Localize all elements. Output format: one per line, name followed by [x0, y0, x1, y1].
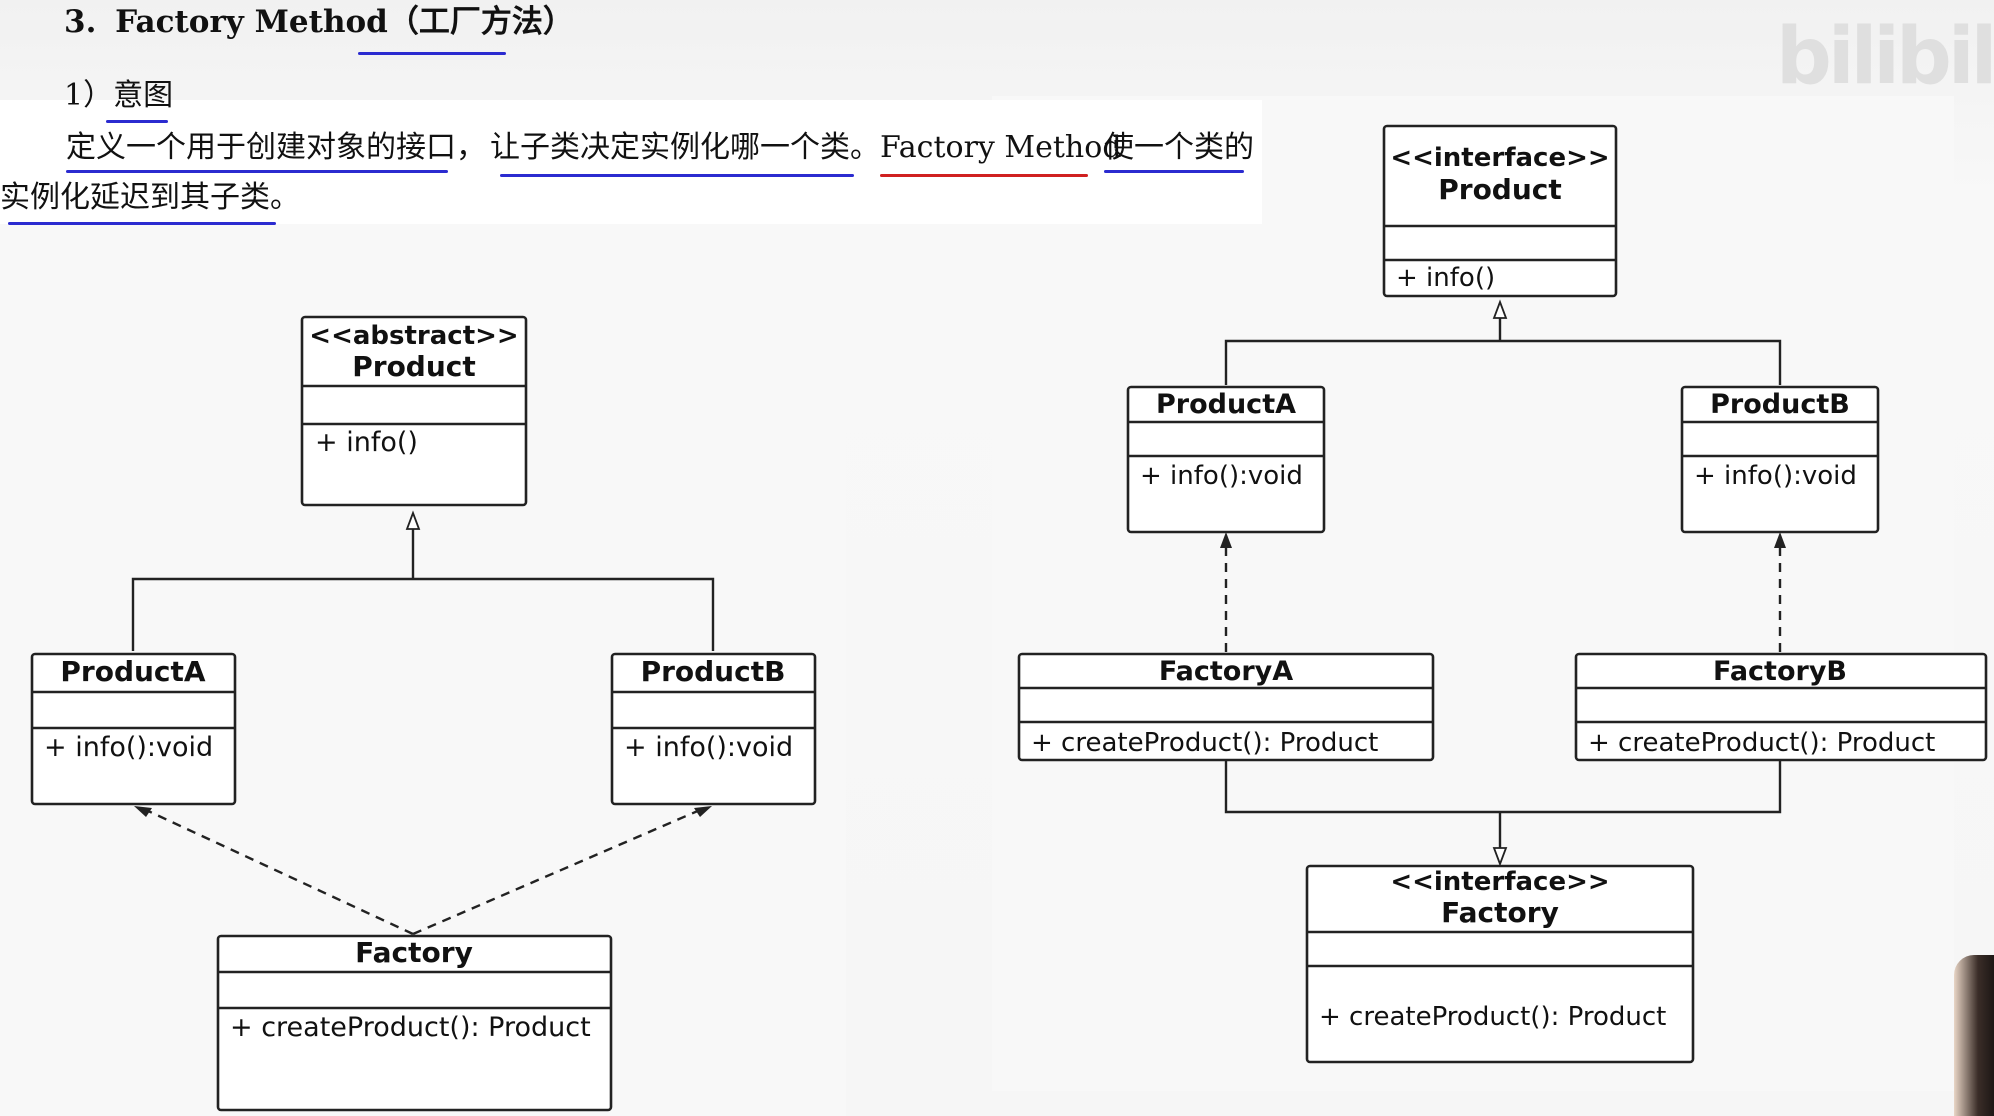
right-factory-stereotype: <<interface>> — [1390, 867, 1609, 897]
left-product-b-name: ProductB — [641, 655, 786, 688]
heading-underline — [358, 52, 506, 55]
right-class-product: <<interface>> Product + info() — [1382, 124, 1618, 298]
right-factory-a-method: + createProduct(): Product — [1031, 728, 1378, 758]
left-product-a-method: + info():void — [44, 732, 213, 763]
left-inherit-line — [131, 515, 715, 651]
intent-segment-3: Factory Method — [880, 130, 1122, 165]
intent-line-2: 实例化延迟到其子类。 — [0, 180, 300, 215]
right-factory-b-method: + createProduct(): Product — [1588, 728, 1935, 758]
section-title-cn: （工厂方法） — [387, 4, 574, 40]
left-dependency-b — [412, 808, 701, 936]
left-inherit-arrow — [405, 510, 421, 530]
right-product-method: + info() — [1396, 263, 1495, 293]
subheading-underline — [106, 120, 168, 123]
left-class-product-a: ProductA + info():void — [30, 652, 237, 806]
left-dependency-a — [145, 808, 414, 936]
right-class-product-a: ProductA + info():void — [1126, 385, 1326, 534]
right-class-product-b: ProductB + info():void — [1680, 385, 1880, 534]
left-dependency-arrowhead-a — [134, 806, 152, 817]
intent-underline-1 — [66, 170, 448, 173]
left-product-a-name: ProductA — [60, 655, 206, 688]
intent-underline-3 — [880, 174, 1088, 177]
intent-underline-5 — [8, 222, 276, 225]
right-factory-inherit-arrow — [1492, 847, 1508, 867]
right-product-inherit-arrow — [1492, 299, 1508, 319]
presenter-avatar — [1954, 955, 1994, 1116]
right-product-name: Product — [1438, 173, 1562, 206]
right-factory-a-name: FactoryA — [1159, 656, 1293, 687]
left-dependency-arrowhead-b — [694, 806, 712, 817]
right-class-factory-a: FactoryA + createProduct(): Product — [1017, 652, 1435, 762]
right-factory-b-name: FactoryB — [1713, 656, 1847, 687]
right-product-a-name: ProductA — [1156, 389, 1296, 420]
section-number: 3. — [64, 4, 97, 40]
intent-underline-2 — [500, 174, 854, 177]
right-factory-method: + createProduct(): Product — [1319, 1002, 1666, 1032]
left-factory-method: + createProduct(): Product — [230, 1012, 591, 1043]
left-class-factory: Factory + createProduct(): Product — [216, 934, 613, 1112]
intent-segment-4: 使一个类的 — [1104, 130, 1254, 165]
intent-subheading: 1）意图 — [64, 78, 174, 113]
right-class-factory: <<interface>> Factory + createProduct():… — [1305, 864, 1695, 1064]
right-product-stereotype: <<interface>> — [1390, 143, 1609, 173]
right-class-factory-b: FactoryB + createProduct(): Product — [1574, 652, 1988, 762]
intent-segment-1: 定义一个用于创建对象的接口， — [66, 130, 486, 165]
right-factory-inherit-line — [1224, 760, 1782, 850]
intent-segment-2: 让子类决定实例化哪一个类。 — [490, 130, 880, 165]
left-product-stereotype: <<abstract>> — [309, 321, 518, 351]
left-factory-name: Factory — [355, 936, 473, 969]
right-factory-name: Factory — [1441, 896, 1559, 929]
section-title: Factory Method — [115, 4, 388, 40]
intent-text-panel — [0, 100, 1262, 224]
right-dependency-arrowhead-b — [1774, 532, 1786, 548]
right-dependency-arrowhead-a — [1220, 532, 1232, 548]
right-product-a-method: + info():void — [1140, 461, 1303, 491]
left-product-method: + info() — [315, 427, 418, 458]
left-class-product-b: ProductB + info():void — [610, 652, 817, 806]
left-product-name: Product — [352, 350, 476, 383]
right-product-b-method: + info():void — [1694, 461, 1857, 491]
section-heading: 3. Factory Method（工厂方法） — [64, 0, 574, 44]
left-class-product: <<abstract>> Product + info() — [300, 315, 528, 507]
intent-underline-4 — [1104, 170, 1244, 173]
left-product-b-method: + info():void — [624, 732, 793, 763]
right-product-b-name: ProductB — [1710, 389, 1850, 420]
bilibili-watermark: bilibili — [1776, 12, 1994, 102]
